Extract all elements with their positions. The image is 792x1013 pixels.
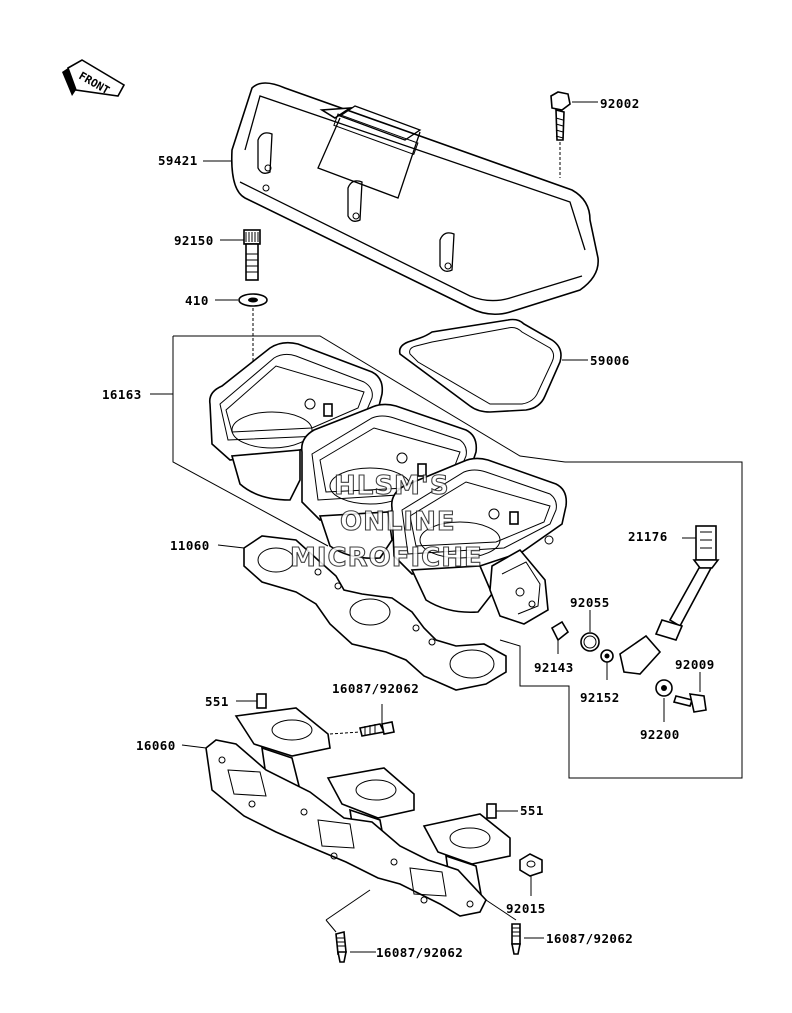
- watermark-line-2: ONLINE: [340, 507, 456, 537]
- watermark-line-1: HLSM'S: [334, 471, 450, 501]
- part-label-16087-top: 16087/92062: [332, 681, 419, 696]
- part-label-92015: 92015: [506, 901, 546, 916]
- part-label-92055: 92055: [570, 595, 610, 610]
- part-label-92009: 92009: [675, 657, 715, 672]
- pin-551-bottom: [486, 803, 518, 819]
- part-label-551-top: 551: [205, 694, 229, 709]
- nut-92015: [519, 853, 543, 896]
- bolt-92002: [550, 91, 598, 178]
- part-label-16087-bottom-left: 16087/92062: [376, 945, 463, 960]
- part-label-92150: 92150: [174, 233, 214, 248]
- washer-92200: [655, 679, 673, 722]
- stud-16087-bottom-right: [511, 923, 544, 955]
- cover-59421: [230, 82, 599, 316]
- part-label-16060: 16060: [136, 738, 176, 753]
- washer-92143: [550, 620, 570, 654]
- gasket-11060: [217, 535, 507, 691]
- bolt-92150: [220, 229, 261, 281]
- part-label-92152: 92152: [580, 690, 620, 705]
- oring-92055: [580, 610, 600, 652]
- front-arrow-icon: FRONT: [62, 59, 126, 97]
- part-label-21176: 21176: [628, 529, 668, 544]
- gasket-59006: [398, 318, 588, 413]
- watermark: HLSM'S ONLINE MICROFICHE: [289, 470, 483, 573]
- part-label-11060: 11060: [170, 538, 210, 553]
- washer-92152: [600, 649, 614, 680]
- part-label-16087-bottom-right: 16087/92062: [546, 931, 633, 946]
- part-label-551-bottom: 551: [520, 803, 544, 818]
- watermark-line-3: MICROFICHE: [290, 543, 483, 573]
- pin-551-top: [236, 693, 267, 709]
- part-label-92143: 92143: [534, 660, 574, 675]
- stud-16087-top: [329, 704, 395, 737]
- part-label-92002: 92002: [600, 96, 640, 111]
- part-label-59006: 59006: [590, 353, 630, 368]
- stud-16087-bottom-left: [325, 919, 376, 963]
- throttle-body-16163: [150, 335, 568, 625]
- bracket-line: [499, 461, 743, 779]
- manifold-16060: [181, 707, 517, 921]
- sensor-21176: [619, 525, 720, 675]
- part-label-16163: 16163: [102, 387, 142, 402]
- part-label-410: 410: [185, 293, 209, 308]
- part-label-59421: 59421: [158, 153, 198, 168]
- bolt-92009: [672, 672, 707, 713]
- part-label-92200: 92200: [640, 727, 680, 742]
